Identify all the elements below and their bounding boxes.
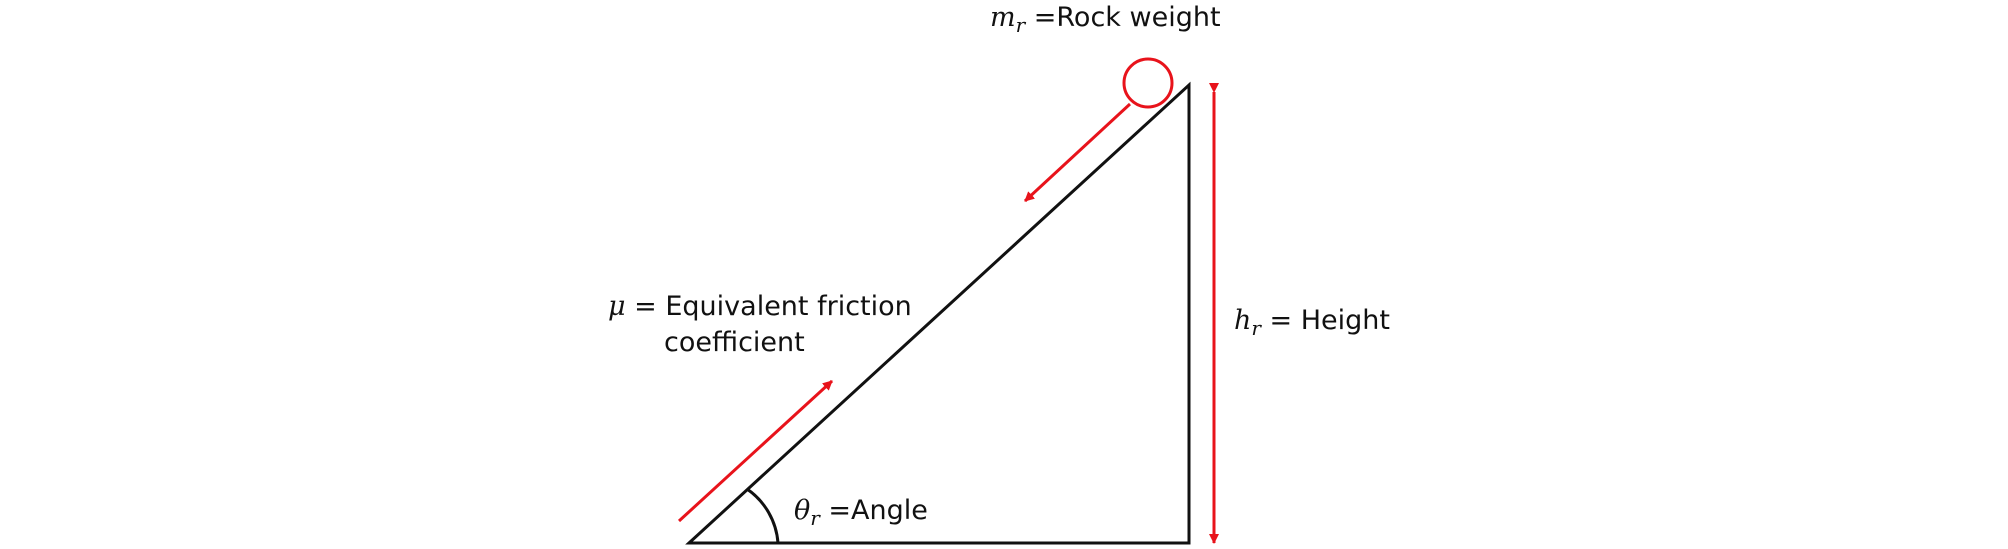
downslope-arrow: [1023, 102, 1132, 203]
height-text: = Height: [1269, 305, 1391, 336]
angle-text: =Angle: [828, 495, 928, 526]
friction-arrow: [677, 379, 834, 523]
friction-text-line1: = Equivalent friction: [634, 291, 912, 322]
rock-weight-label: mr =Rock weight: [990, 2, 1221, 37]
theta-symbol: θr: [794, 495, 820, 530]
incline-triangle: [685, 81, 1191, 545]
rock-circle: [1122, 57, 1174, 109]
angle-label: θr =Angle: [794, 495, 928, 530]
friction-label-line2: coefficient: [664, 327, 805, 358]
mu-symbol: μ: [608, 291, 626, 322]
height-symbol: hr: [1234, 305, 1261, 340]
mass-text: =Rock weight: [1033, 2, 1221, 33]
friction-label: μ = Equivalent friction: [608, 293, 912, 320]
mass-symbol: mr: [990, 2, 1026, 37]
height-label: hr = Height: [1234, 305, 1391, 340]
angle-arc: [746, 487, 780, 544]
